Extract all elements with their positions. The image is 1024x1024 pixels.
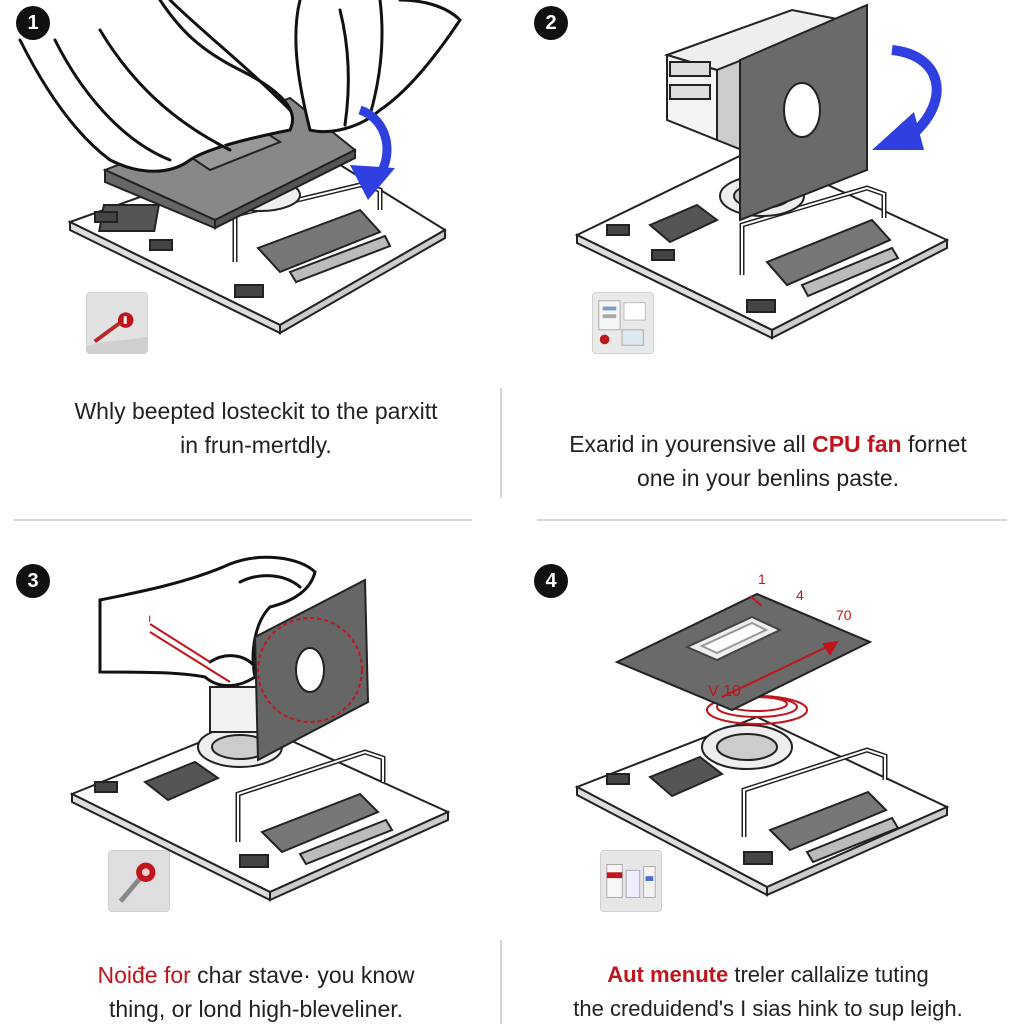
heatsink-plate-icon — [102, 96, 357, 230]
motherboard-icon — [67, 138, 447, 335]
annotation-arrows-icon — [721, 595, 839, 698]
caption-line: Whly beepted losteckit to the parxitt — [74, 398, 438, 424]
cpu-fan-icon — [663, 3, 868, 222]
heatsink-plate-icon — [614, 592, 873, 712]
caption-line: thing, or lond high-bleveliner. — [108, 996, 404, 1022]
annotation-label: 1 — [758, 571, 766, 587]
annotation-label: 4 — [796, 587, 804, 603]
caption-text: treler callalize tuting — [728, 962, 929, 987]
step-2-panel: 2 Exarid in yourensive all CPU fan forne… — [512, 0, 1024, 512]
panel-divider — [14, 519, 472, 521]
caption-highlight: Aut menute — [607, 962, 729, 987]
step-2-illustration — [574, 3, 950, 340]
step-3-illustration: ı — [69, 555, 451, 902]
caption-line: Aut menute treler callalize tuting — [512, 958, 1024, 992]
hands-icon — [18, 0, 462, 173]
step-1-illustration — [18, 0, 462, 335]
caption-highlight: CPU fan — [812, 431, 902, 457]
screwdriver-thumbnail-icon — [108, 850, 170, 912]
caption-text: Exarid in yourensive all — [569, 431, 813, 457]
parts-thumbnail-icon — [592, 292, 654, 354]
step-2-caption: Exarid in yourensive all CPU fan fornet … — [512, 427, 1024, 495]
step-4-caption: Aut menute treler callalize tuting the c… — [512, 958, 1024, 1024]
motherboard-icon — [69, 720, 451, 902]
step-4-panel: 1 4 70 V 10 4 Aut menute treler callaliz… — [512, 512, 1024, 1024]
svg-text:ı: ı — [148, 611, 151, 625]
caption-text: char stave· you know — [190, 962, 415, 988]
step-1-caption: Whly beepted losteckit to the parxitt in… — [0, 394, 512, 462]
caption-text: fornet — [901, 431, 967, 457]
annotation-label: 70 — [836, 607, 852, 623]
step-number-badge: 2 — [534, 6, 568, 40]
annotation-label: V 10 — [708, 683, 741, 700]
step-1-panel: 1 Whly beepted losteckit to the parxitt … — [0, 0, 512, 512]
step-3-caption: Noiđe for char stave· you know thing, or… — [0, 958, 512, 1024]
step-3-panel: ı 3 Noiđe for char stave· you know thing… — [0, 512, 512, 1024]
step-number-badge: 1 — [16, 6, 50, 40]
guide-lines-icon: ı — [148, 611, 231, 683]
caption-line: one in your benlins paste. — [636, 465, 900, 491]
caption-line: Exarid in yourensive all CPU fan fornet — [512, 427, 1024, 461]
heatsink-plate-icon — [253, 578, 370, 762]
panel-divider — [500, 940, 502, 1024]
rotate-arrow-icon — [872, 45, 942, 150]
step-number-badge: 4 — [534, 564, 568, 598]
panel-divider — [500, 388, 502, 498]
caption-highlight: Noiđe for — [97, 962, 191, 988]
tool-thumbnail-icon — [86, 292, 148, 354]
caption-line: the creduidend's I sias hink to sup leig… — [573, 996, 963, 1021]
caption-line: Noiđe for char stave· you know — [0, 958, 512, 992]
step-number-badge: 3 — [16, 564, 50, 598]
panel-divider — [537, 519, 1007, 521]
step-4-illustration: 1 4 70 V 10 — [574, 571, 950, 897]
paste-bottles-thumbnail-icon — [600, 850, 662, 912]
caption-line: in frun-mertdly. — [180, 432, 332, 458]
motherboard-icon — [574, 715, 950, 897]
rotate-arrow-icon — [350, 105, 395, 200]
hand-icon — [98, 555, 317, 688]
